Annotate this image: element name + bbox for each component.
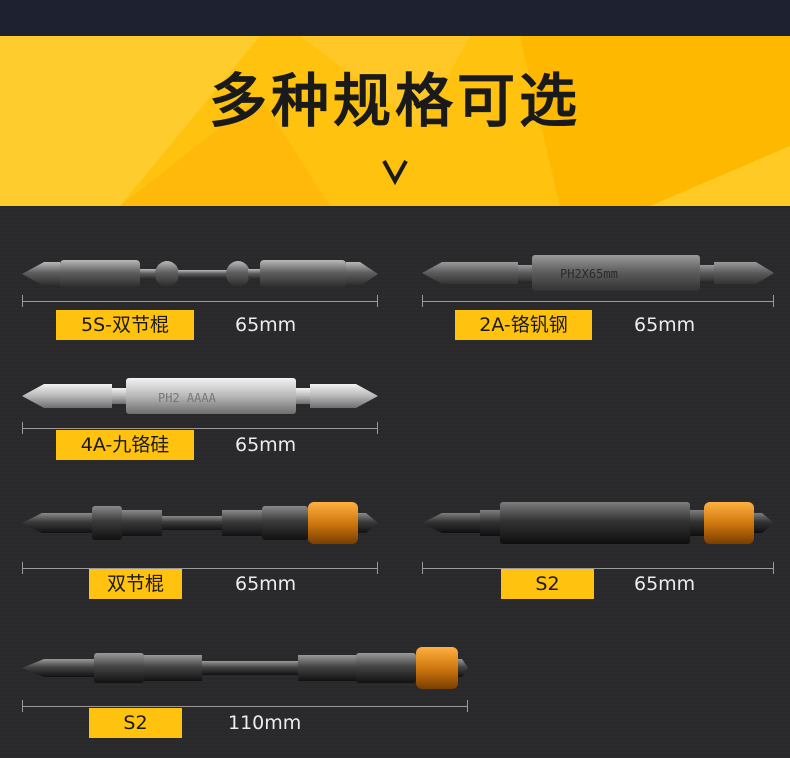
banner-pattern [0,36,790,206]
bit-2a-image: PH2X65mm [422,255,774,291]
measure-line [422,295,774,307]
spec-label: S2 [501,569,594,599]
measure-line [22,700,468,712]
spec-label: 2A-铬钒钢 [455,310,592,340]
bit-s2-110-image [22,647,468,689]
spec-label: 5S-双节棍 [56,310,194,340]
spec-length: 65mm [634,314,696,336]
bit-engraving: PH2X65mm [560,267,618,281]
chevron-down-icon [382,160,408,185]
spec-length: 65mm [235,573,297,595]
bit-s2-65-image [422,502,774,544]
spec-length: 65mm [235,434,297,456]
spec-length: 65mm [235,314,297,336]
bit-5s-image [22,260,378,288]
top-strip [0,0,790,36]
title-banner [0,36,790,206]
spec-length: 65mm [634,573,696,595]
bit-double-section-image [22,502,378,544]
spec-length: 110mm [228,712,302,734]
page-title: 多种规格可选 [208,67,581,135]
spec-label: 4A-九铬硅 [56,430,194,460]
spec-label: 双节棍 [89,569,182,599]
bit-4a-image: PH2 AAAA [22,378,378,414]
bit-engraving: PH2 AAAA [158,391,217,405]
measure-line [22,422,378,434]
measure-line [22,295,378,307]
measure-line [422,562,774,574]
spec-label: S2 [89,708,182,738]
measure-line [22,562,378,574]
